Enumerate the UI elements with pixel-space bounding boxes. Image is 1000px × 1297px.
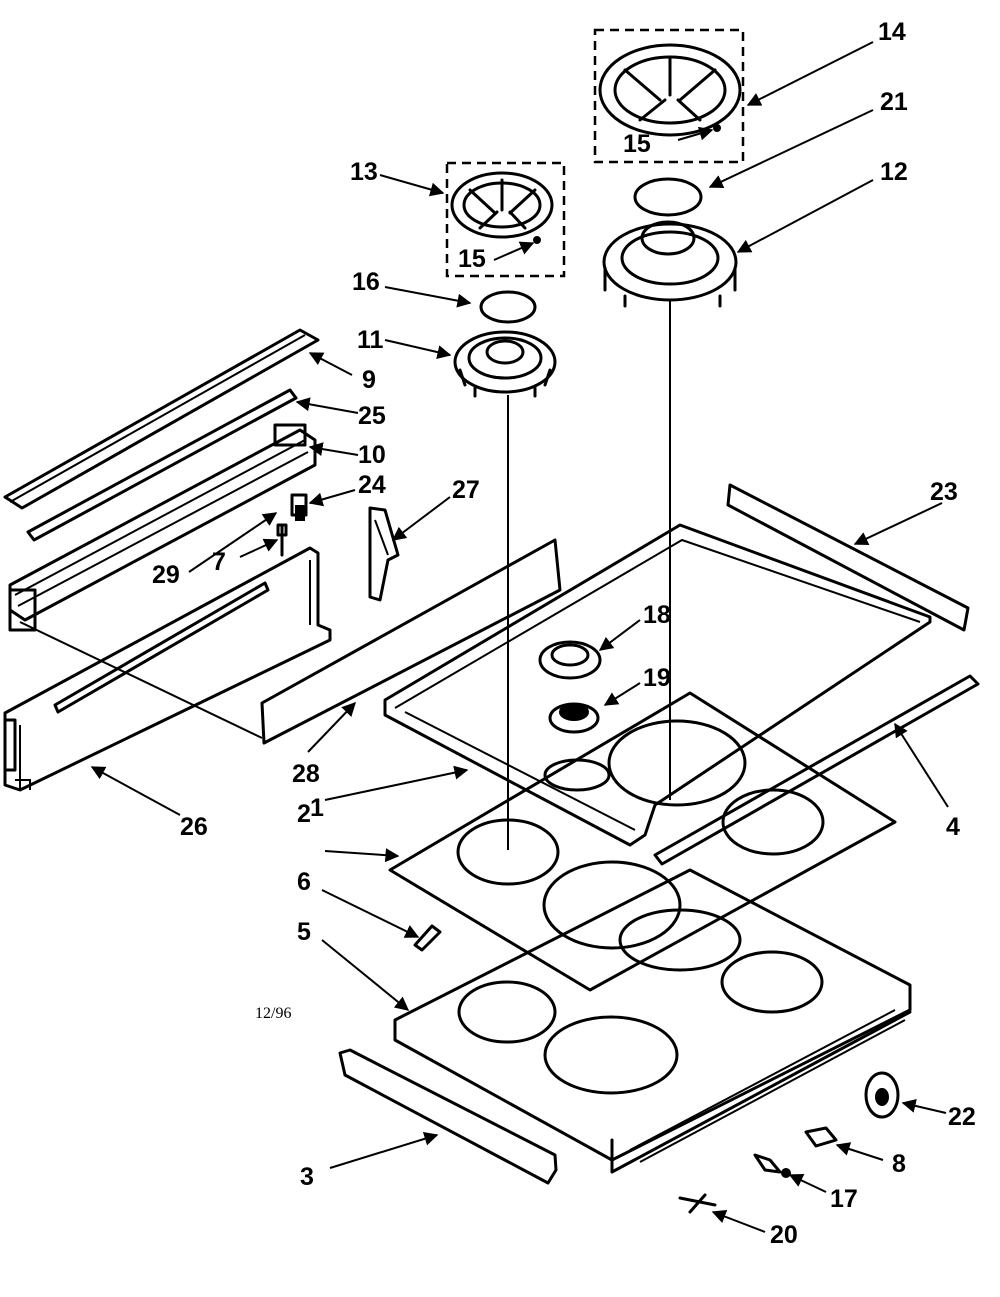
- callout-13: 13: [350, 158, 378, 186]
- frame-2: [383, 523, 932, 847]
- manifold-10: [8, 423, 317, 632]
- callout-26: 26: [180, 813, 208, 841]
- callout-18: 18: [643, 601, 671, 629]
- control-panel-26: [3, 546, 332, 792]
- callout-23: 23: [930, 478, 958, 506]
- callout-labels: 1 2 3 4 5 6 7 8 9 10 11 12 13 14 15 15 1…: [152, 18, 976, 1249]
- panel-line: [19, 621, 263, 739]
- part-17: [753, 1153, 791, 1178]
- part-6: [413, 924, 442, 952]
- callout-4: 4: [946, 813, 960, 841]
- callout-8: 8: [892, 1150, 906, 1178]
- callout-6: 6: [297, 868, 311, 896]
- trim-9: [3, 328, 320, 510]
- valve-24: [290, 493, 308, 521]
- large-burner-cap: [633, 177, 703, 217]
- callout-19: 19: [643, 664, 671, 692]
- part-20: [678, 1193, 717, 1214]
- callout-20: 20: [770, 1221, 798, 1249]
- callout-5: 5: [297, 918, 311, 946]
- callout-21: 21: [880, 88, 908, 116]
- trim-23: [726, 483, 970, 632]
- callout-1: 1: [310, 794, 324, 822]
- callout-2-visible: 2: [297, 800, 311, 828]
- large-grate-assembly: [593, 28, 745, 164]
- small-burner-cap: [479, 290, 537, 324]
- callout-10: 10: [358, 441, 386, 469]
- small-drip-bowl: [453, 330, 557, 398]
- burner-box-5: [393, 868, 912, 1174]
- backguard-28: [260, 538, 562, 745]
- small-grate-assembly: [445, 161, 566, 278]
- callout-25: 25: [358, 402, 386, 430]
- callout-15b: 15: [458, 245, 486, 273]
- front-trim-3: [338, 1048, 558, 1185]
- callout-24: 24: [358, 471, 386, 499]
- callout-22: 22: [948, 1103, 976, 1131]
- part-22: [864, 1071, 900, 1119]
- callout-12: 12: [880, 158, 908, 186]
- burner-18: [538, 640, 602, 680]
- large-drip-bowl: [602, 220, 738, 308]
- callout-27: 27: [452, 476, 480, 504]
- cooktop-1: [388, 691, 897, 992]
- callout-14: 14: [878, 18, 906, 46]
- burner-19: [548, 702, 600, 734]
- callout-28: 28: [292, 760, 320, 788]
- trim-4: [653, 674, 980, 866]
- leader-lines: [90, 41, 949, 1233]
- part-8: [804, 1126, 838, 1148]
- callout-9: 9: [362, 366, 376, 394]
- bracket-27: [368, 506, 400, 602]
- callout-17: 17: [830, 1185, 858, 1213]
- callout-3: 3: [300, 1163, 314, 1191]
- callout-29: 29: [152, 561, 180, 589]
- callout-16: 16: [352, 268, 380, 296]
- callout-11: 11: [357, 326, 384, 354]
- callout-7: 7: [212, 548, 226, 576]
- callout-15a: 15: [623, 130, 651, 158]
- orifice-7: [276, 523, 288, 557]
- date-code: 12/96: [255, 1005, 291, 1022]
